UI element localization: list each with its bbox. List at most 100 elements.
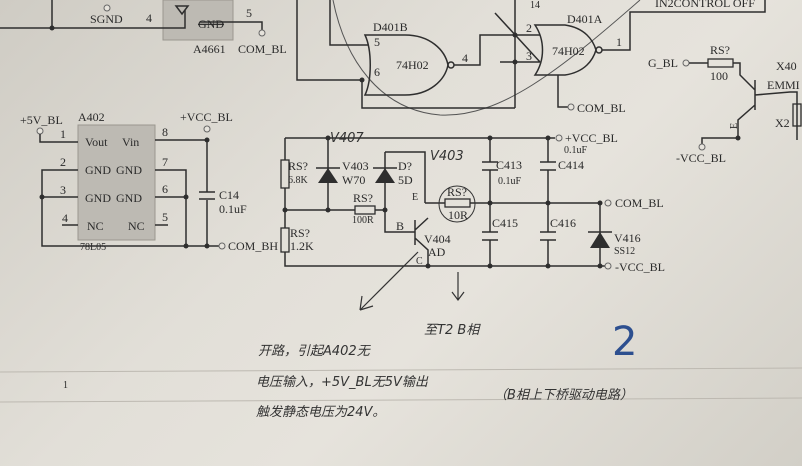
schematic-label: COM_BL — [577, 101, 626, 115]
schematic-label: 74H02 — [396, 58, 429, 72]
net-label: COM_BL — [238, 42, 287, 56]
schematic-label: NC — [87, 219, 104, 233]
schematic-label: AD — [428, 245, 446, 259]
schematic-label: E — [412, 192, 418, 203]
schematic-label: 78L05 — [80, 242, 106, 253]
schematic-label: EMMI — [767, 78, 800, 92]
schematic-label: 1 — [616, 35, 622, 49]
schematic-label: SS12 — [614, 246, 635, 257]
schematic-label: -VCC_BL — [676, 151, 726, 165]
schematic-label: GND — [116, 191, 142, 205]
schematic-label: V407 — [330, 131, 364, 146]
schematic-label: C — [416, 256, 423, 267]
hand-drawn-circle — [438, 185, 476, 223]
schematic-label: RS? — [710, 43, 730, 57]
pin-label: 5 — [246, 6, 252, 20]
zener-icon — [318, 168, 338, 183]
schematic-label: C416 — [550, 216, 576, 230]
schematic-label: A402 — [78, 110, 105, 124]
a4661-fragment: SGND 4 5 GND A4661 COM_BL — [0, 0, 287, 56]
schematic-label: 0.1uF — [219, 202, 247, 216]
schematic-label: 10R — [448, 208, 468, 222]
schematic-label: +5V_BL — [20, 113, 63, 127]
schematic-label: D? — [398, 159, 412, 173]
regulator-a402: +5V_BL A402 +VCC_BL 1 Vout 2 GND 3 GND 4… — [20, 110, 278, 253]
schematic-label: 1 — [60, 127, 66, 141]
resistor-icon — [280, 227, 290, 253]
schematic-label: C413 — [496, 158, 522, 172]
schematic-label: W70 — [342, 173, 365, 187]
schematic-label: NC — [128, 219, 145, 233]
part-ref: A4661 — [193, 42, 226, 56]
note-line: 电压输入，+5V_BL无5V输出 — [256, 375, 429, 390]
schematic-label: 3 — [526, 49, 532, 63]
hand-drawn-circle — [332, 0, 641, 116]
schematic-label: GND — [85, 163, 111, 177]
pin-label: 4 — [146, 11, 152, 25]
schematic-label: 5 — [374, 35, 380, 49]
schematic-label: 0.1uF — [564, 145, 588, 156]
schematic-label: RS? — [288, 159, 308, 173]
schematic-label: IN2CONTROL OFF — [655, 0, 755, 10]
schematic-label: 74H02 — [552, 44, 585, 58]
margin-number: 1 — [63, 380, 68, 391]
capacitor-icon — [482, 161, 556, 241]
schematic-label: V403 — [430, 149, 464, 164]
resistor-icon — [444, 198, 471, 208]
schematic-label: V416 — [614, 231, 641, 245]
resistor-icon — [707, 58, 734, 68]
note-bracket: （B相上下桥驱动电路） — [494, 387, 633, 403]
schematic-label: 6 — [374, 65, 380, 79]
schematic-label: Vin — [122, 135, 139, 149]
schematic-label: B — [396, 219, 404, 233]
nor-gate-d401a — [533, 24, 597, 76]
schematic-label: +VCC_BL — [565, 131, 618, 145]
schematic-label: 1.2K — [290, 239, 314, 253]
supply-circuit: RS? 6.8K RS? 1.2K RS? 100R RS? 10R V403 … — [280, 131, 665, 274]
capacitor-icon — [199, 191, 215, 200]
page-mark: 2 — [612, 319, 637, 365]
resistor-icon — [280, 159, 290, 189]
schematic-label: COM_BH — [228, 239, 278, 253]
ruled-line — [0, 367, 802, 373]
schematic-label: G_BL — [648, 56, 678, 70]
nor-gate-d401b — [363, 34, 449, 96]
arrow-icon — [451, 272, 465, 301]
schematic-label: 7 — [162, 155, 168, 169]
schematic-label: RS? — [353, 191, 373, 205]
schematic-label: COM_BL — [615, 196, 664, 210]
schematic-label: 5 — [162, 210, 168, 224]
zener-icon — [375, 168, 395, 183]
resistor-icon — [354, 205, 376, 215]
schematic-label: 8 — [162, 125, 168, 139]
schematic-label: D401B — [373, 20, 408, 34]
schematic-label: 3 — [60, 183, 66, 197]
schematic-label: C414 — [558, 158, 584, 172]
schematic-label: E — [729, 123, 740, 129]
schematic-label: 6 — [162, 182, 168, 196]
right-driver: G_BL RS? 100 X40 EMMI E X2 -VCC_BL — [648, 43, 802, 165]
schematic-label: RS? — [447, 185, 467, 199]
schematic-label: 2 — [526, 21, 532, 35]
diode-icon — [590, 232, 610, 248]
nor-gates: D401B 5 6 74H02 4 D401A 2 3 74H02 1 14 C… — [296, 0, 766, 115]
schematic-label: 100 — [710, 69, 728, 83]
note-line: 开路，引起A402无 — [258, 344, 372, 359]
schematic-label: C415 — [492, 216, 518, 230]
schematic-label: V403 — [342, 159, 369, 173]
schematic-label: +VCC_BL — [180, 110, 233, 124]
arrow-icon — [359, 251, 419, 311]
schematic-label: 6.8K — [288, 175, 309, 186]
schematic-label: C14 — [219, 188, 239, 202]
schematic-label: 2 — [60, 155, 66, 169]
schematic-label: D401A — [567, 12, 603, 26]
schematic-label: RS? — [290, 226, 310, 240]
schematic-label: X2 — [775, 116, 790, 130]
schematic-label: -VCC_BL — [615, 260, 665, 274]
schematic-label: 4 — [462, 51, 468, 65]
schematic-label: 100R — [352, 215, 374, 226]
pin-label: GND — [198, 17, 224, 31]
resistor-icon — [792, 103, 802, 127]
